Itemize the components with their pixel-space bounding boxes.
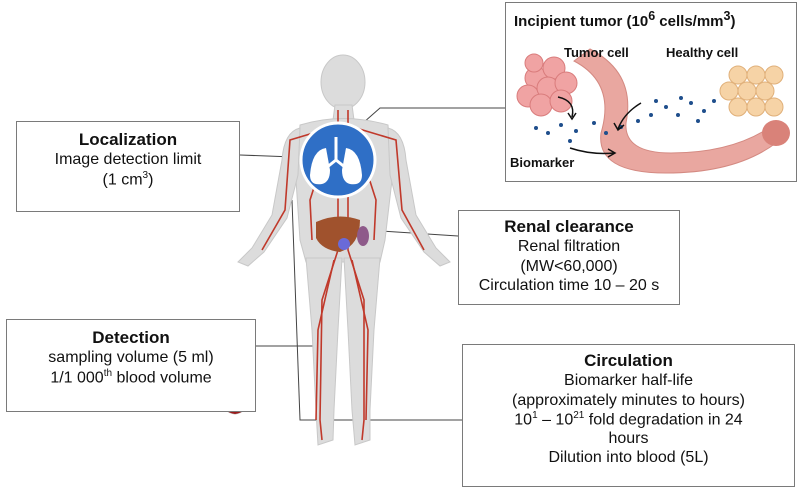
biomarker-label: Biomarker (510, 155, 575, 170)
liver-kidney-icon (316, 216, 369, 252)
head (320, 54, 366, 110)
renal-line-1: Renal filtration (517, 238, 621, 256)
left-leg (305, 257, 343, 446)
right-arm (387, 127, 451, 267)
detection-line-1: sampling volume (5 ml) (48, 349, 214, 367)
localization-line-2: (1 cm3) (102, 169, 154, 188)
circulation-box: Circulation Biomarker half-life (approxi… (462, 344, 795, 487)
neck (332, 104, 355, 121)
circulation-title: Circulation (584, 351, 673, 370)
circulation-line-5: Dilution into blood (5L) (548, 449, 709, 467)
tumor-illustration (516, 48, 790, 174)
renal-line-2: (MW<60,000) (520, 257, 618, 275)
right-leg (343, 257, 381, 446)
renal-title: Renal clearance (504, 217, 634, 236)
incipient-tumor-panel: Incipient tumor (106 cells/mm3) (505, 2, 797, 182)
vessel-opening (762, 120, 790, 146)
left-arm (237, 127, 301, 267)
localization-line-1: Image detection limit (54, 151, 202, 169)
tumor-cells (516, 53, 578, 117)
circulation-line-1: Biomarker half-life (564, 372, 693, 390)
renal-line-3: Circulation time 10 – 20 s (478, 276, 660, 294)
detection-line-2: 1/1 000th blood volume (50, 367, 212, 386)
circulation-line-3: 101 – 1021 fold degradation in 24 (514, 409, 743, 429)
detection-title: Detection (92, 328, 170, 347)
detection-box: Detection sampling volume (5 ml) 1/1 000… (6, 319, 256, 412)
healthy-cell-label: Healthy cell (666, 45, 739, 60)
tumor-cell-label: Tumor cell (564, 45, 629, 60)
circulation-line-2: (approximately minutes to hours) (512, 391, 745, 409)
lungs-icon (299, 121, 377, 199)
localization-title: Localization (78, 130, 178, 149)
arrows (557, 96, 642, 158)
panel-title: Incipient tumor (106 cells/mm3) (514, 9, 736, 30)
circulation-connector (291, 199, 462, 421)
biomarker-dots (534, 96, 716, 143)
localization-box: Localization Image detection limit (1 cm… (16, 121, 240, 212)
renal-clearance-box: Renal clearance Renal filtration (MW<60,… (458, 210, 680, 305)
circulation-line-4: hours (608, 430, 649, 448)
healthy-cells (719, 65, 784, 117)
